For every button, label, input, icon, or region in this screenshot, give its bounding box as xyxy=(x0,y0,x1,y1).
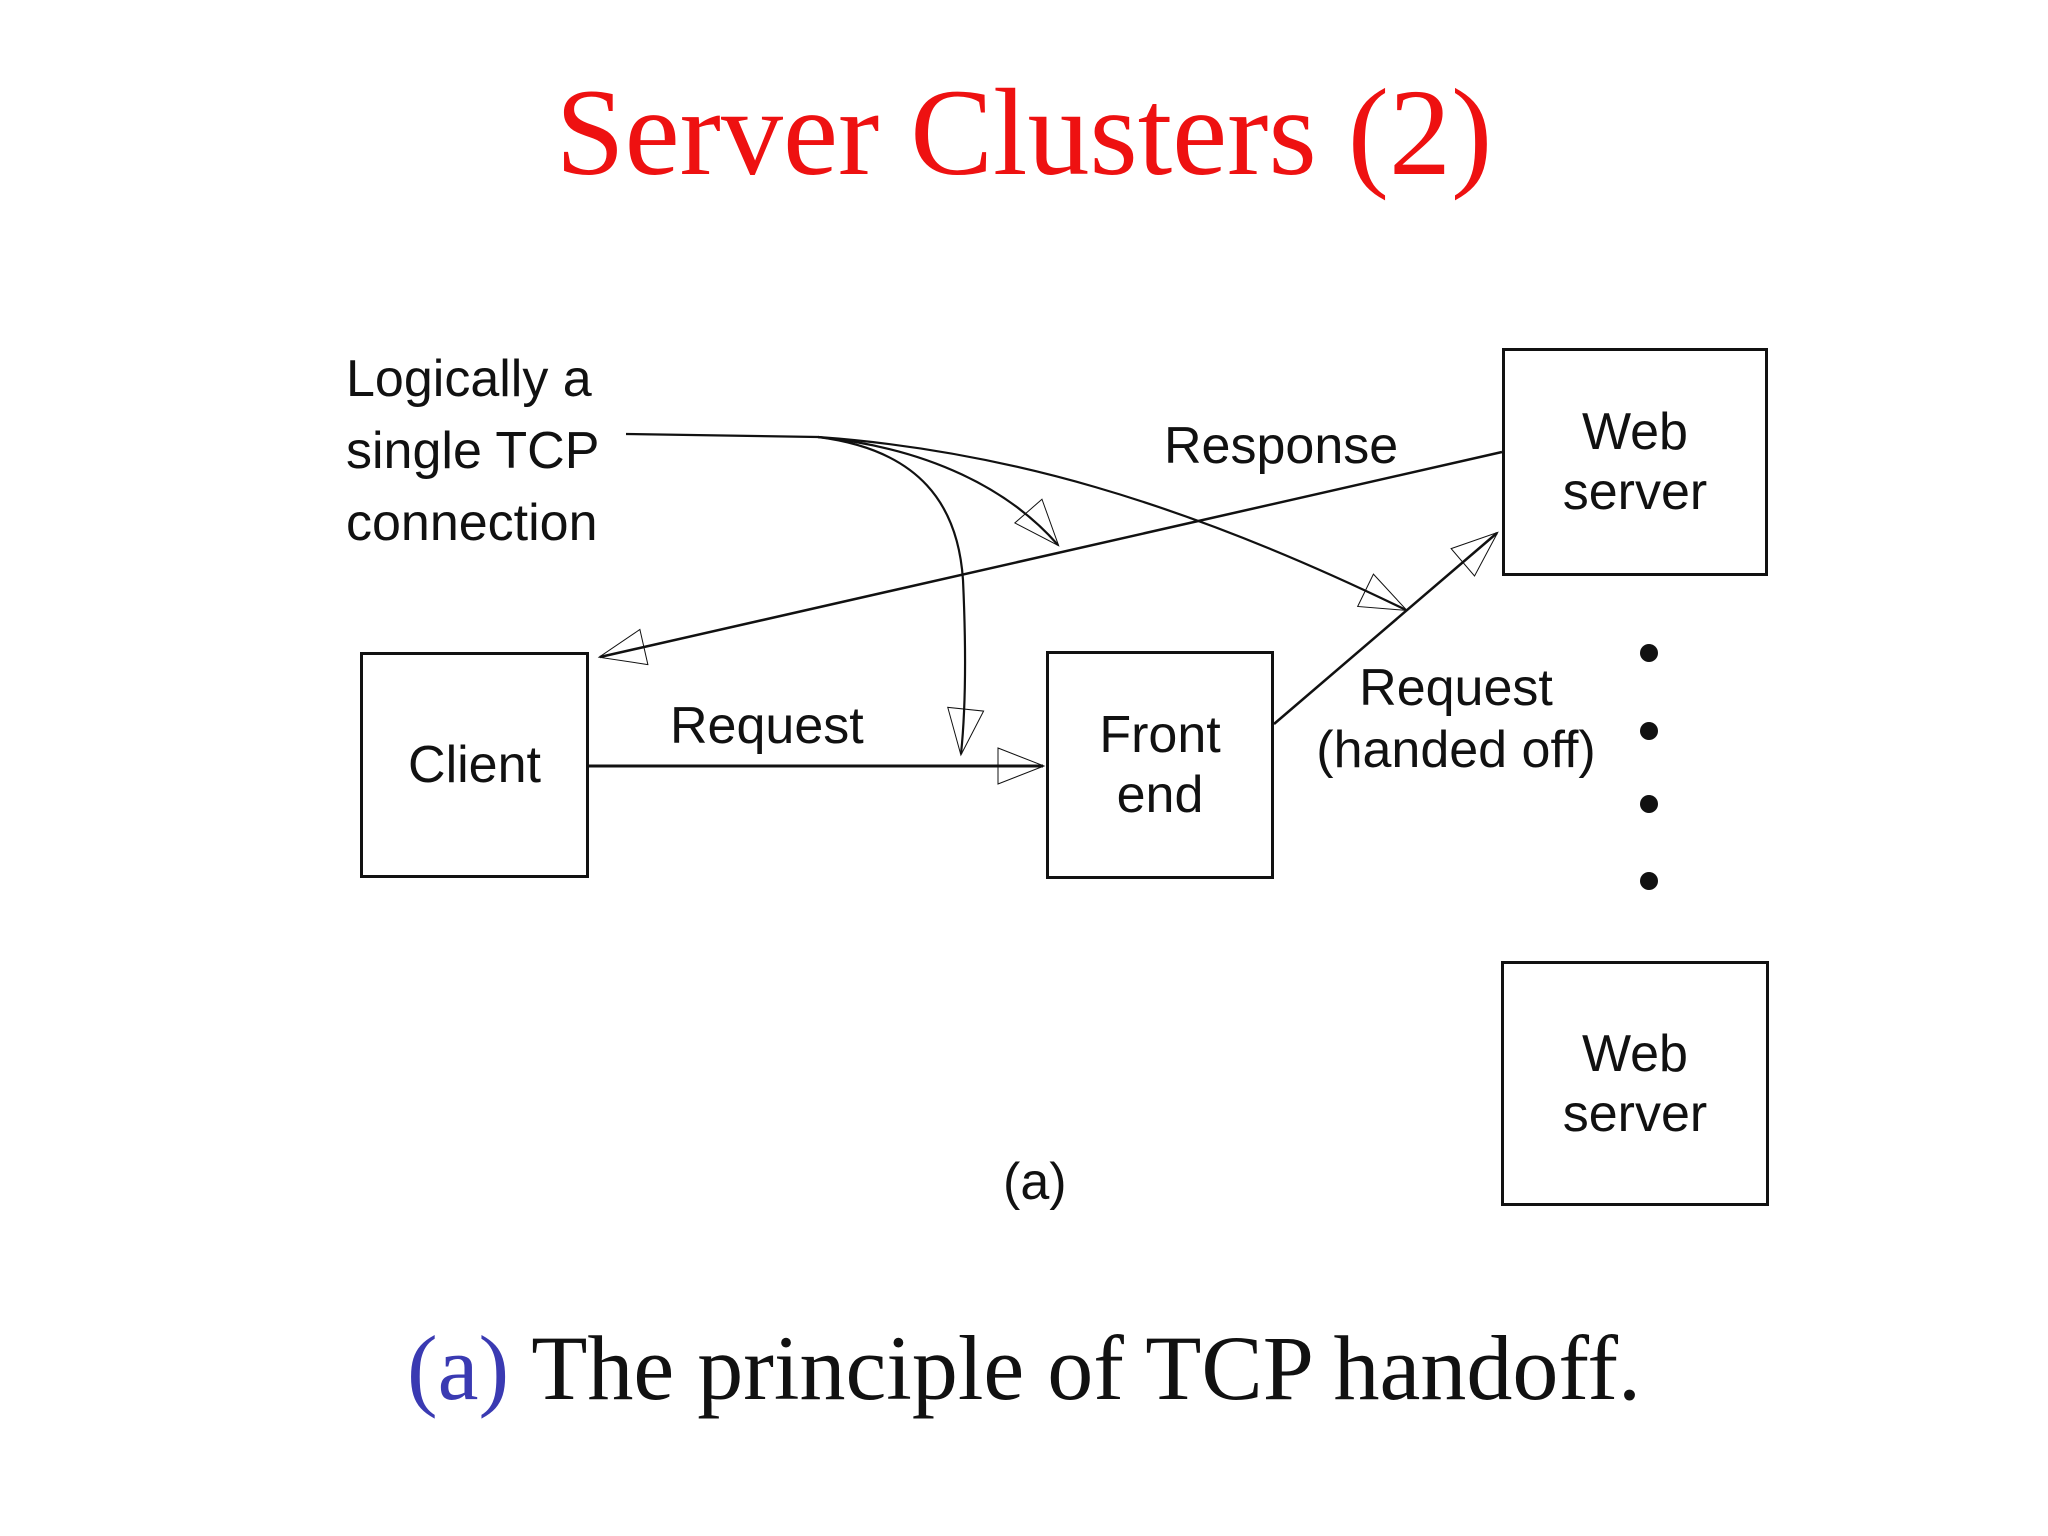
node-front-end-label: Front xyxy=(1099,706,1221,764)
tcp-leader-arrow-handoff-line xyxy=(817,435,1409,612)
handoff-label: Request (handed off) xyxy=(1310,657,1602,781)
handoff-arrow xyxy=(1273,531,1499,725)
tcp-annotation-line: Logically a xyxy=(346,350,592,408)
node-web-server-label: Web xyxy=(1582,1024,1688,1083)
node-front-end: Front end xyxy=(1046,651,1274,879)
caption: (a)The principle of TCP handoff. xyxy=(0,1316,2048,1422)
node-client: Client xyxy=(360,652,589,878)
caption-text: The principle of TCP handoff. xyxy=(531,1317,1641,1419)
handoff-label-line: (handed off) xyxy=(1316,721,1596,779)
caption-marker: (a) xyxy=(407,1317,510,1419)
node-client-label: Client xyxy=(408,736,541,794)
tcp-leader-arrow-request-line xyxy=(817,435,985,757)
request-label: Request xyxy=(670,697,864,755)
node-front-end-label: end xyxy=(1116,766,1204,824)
response-arrow xyxy=(597,450,1503,666)
response-label: Response xyxy=(1164,417,1399,475)
tcp-leader-line xyxy=(625,432,819,439)
ellipsis-dots xyxy=(1640,644,1658,890)
node-web-server-label: server xyxy=(1562,463,1708,521)
tcp-leader-arrow-response-line xyxy=(817,435,1060,547)
tcp-annotation-line: single TCP xyxy=(346,422,600,480)
handoff-label-line: Request xyxy=(1359,659,1553,717)
page-title: Server Clusters (2) xyxy=(555,64,1493,201)
node-web-server-bottom: Web server xyxy=(1501,961,1769,1206)
node-web-server-top: Web server xyxy=(1502,348,1768,576)
tcp-connection-annotation: Logically a single TCP connection xyxy=(346,343,599,559)
node-web-server-label: server xyxy=(1562,1084,1708,1143)
tcp-annotation-line: connection xyxy=(346,494,598,552)
node-web-server-label: Web xyxy=(1582,403,1688,461)
figure-sublabel: (a) xyxy=(1003,1153,1067,1211)
